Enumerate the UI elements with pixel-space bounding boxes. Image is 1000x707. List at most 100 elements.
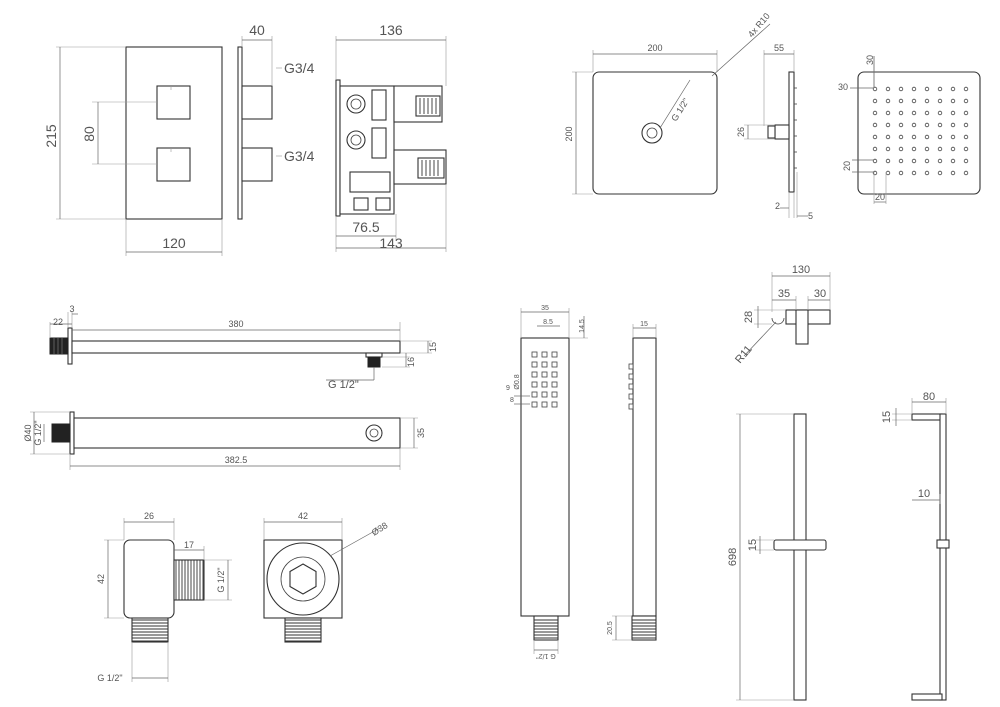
body-wall <box>335 79 341 217</box>
handset-holder-view: 130 35 30 28 R11 <box>733 264 831 366</box>
shower-head-side-view: 55 26 2 5 <box>736 43 813 221</box>
holder-clip <box>771 317 785 325</box>
rail-side-bar <box>939 413 947 701</box>
valve-front-view: 215 80 120 <box>43 46 223 256</box>
arm-head-thread <box>367 356 381 368</box>
nozzle-dot <box>963 122 969 128</box>
label-outlet-top: G3/4 <box>284 60 315 76</box>
handset-nozzle <box>531 371 538 378</box>
nozzle-dot <box>872 134 878 140</box>
nozzle-dot <box>911 110 917 116</box>
dim-holder-radius: R11 <box>733 343 755 366</box>
dim-arm-width: 35 <box>416 428 426 438</box>
holder-arm <box>795 309 809 345</box>
dim-arm-total: 382.5 <box>225 455 248 465</box>
valve-body-view: 136 76.5 143 <box>335 22 447 252</box>
nozzle-dot <box>898 170 904 176</box>
handset-nozzle <box>541 391 548 398</box>
nozzle-dot <box>911 170 917 176</box>
handset-nozzle <box>551 391 558 398</box>
dim-elbow-height: 42 <box>96 574 106 584</box>
body-port-bottom <box>346 130 366 150</box>
nozzle-dot <box>950 86 956 92</box>
nozzle-dot <box>911 158 917 164</box>
dim-handset-tail: 20.5 <box>607 621 614 635</box>
hand-shower-front-view: 35 8.5 14.5 9 Ø0.8 8 G 1/2" <box>506 305 588 659</box>
dim-valve-depth: 40 <box>249 22 265 38</box>
dim-head-connector: 26 <box>736 127 746 137</box>
nozzle-dot <box>924 98 930 104</box>
dim-nozzle-pitch-v: 20 <box>842 161 852 171</box>
nozzle-dot <box>950 110 956 116</box>
arm-top-thread <box>51 423 71 443</box>
dim-handset-inner: 8.5 <box>543 319 553 326</box>
dim-rail-bar: 10 <box>918 488 930 500</box>
nozzle-dot <box>885 158 891 164</box>
dim-holder-height: 28 <box>743 311 755 323</box>
elbow-hex-nut <box>289 563 317 595</box>
nozzle-dot <box>963 158 969 164</box>
valve-handle-top <box>156 85 191 120</box>
dim-valve-spacing: 80 <box>81 126 97 142</box>
dim-handset-width: 35 <box>541 305 549 312</box>
rail-bottom-bracket <box>911 693 943 701</box>
dim-rail-cap: 15 <box>881 411 893 423</box>
handset-side-nozzle <box>628 403 634 410</box>
valve-side-handle-top <box>241 85 273 120</box>
dim-head-width: 200 <box>647 43 662 53</box>
dim-holder-left: 35 <box>778 288 790 300</box>
dim-rail-depth: 80 <box>923 391 935 403</box>
nozzle-dot <box>911 134 917 140</box>
dim-arm-section: 15 <box>428 342 438 352</box>
shower-arm-top-view: Ø40 G 1/2" 35 382.5 <box>23 411 426 470</box>
dim-elbow-thread-len: 17 <box>184 540 194 550</box>
dim-head-radius: 4x R10 <box>746 11 772 39</box>
nozzle-dot <box>963 86 969 92</box>
rail-side-slider <box>936 539 950 549</box>
dim-elbow-depth: 26 <box>144 511 154 521</box>
nozzle-dot <box>950 98 956 104</box>
handset-nozzle <box>551 401 558 408</box>
elbow-body <box>123 539 175 619</box>
label-elbow-thread: G 1/2" <box>216 567 226 592</box>
handset-side-nozzle <box>628 363 634 370</box>
dim-handset-side: 15 <box>640 321 648 328</box>
head-side-connector <box>774 124 790 140</box>
nozzle-dot <box>885 86 891 92</box>
dim-handset-top: 14.5 <box>579 319 586 333</box>
nozzle-dot <box>963 98 969 104</box>
nozzle-dot <box>885 134 891 140</box>
shower-head-front-view: G 1/2" 200 200 4x R10 <box>564 11 772 195</box>
dim-head-height: 200 <box>564 126 574 141</box>
dim-arm-diameter: Ø40 <box>23 424 33 441</box>
arm-tube <box>71 340 401 354</box>
nozzle-dot <box>872 110 878 116</box>
nozzle-dot <box>885 110 891 116</box>
nozzle-dot <box>924 110 930 116</box>
nozzle-dot <box>872 158 878 164</box>
nozzle-dot <box>911 122 917 128</box>
dim-arm-base: 22 <box>53 317 63 327</box>
nozzle-dot <box>898 110 904 116</box>
body-port-top <box>346 94 366 114</box>
nozzle-dot <box>924 134 930 140</box>
nozzle-dot <box>872 146 878 152</box>
nozzle-dot <box>924 158 930 164</box>
handset-body <box>520 337 570 617</box>
valve-handle-bottom <box>156 147 191 182</box>
nozzle-dot <box>911 98 917 104</box>
elbow-outlet-thread <box>173 559 205 601</box>
nozzle-dot <box>937 98 943 104</box>
dim-head-offset: 5 <box>808 211 813 221</box>
dim-head-depth: 55 <box>774 43 784 53</box>
nozzle-dot <box>898 122 904 128</box>
nozzle-dot <box>937 86 943 92</box>
valve-faceplate <box>125 46 223 220</box>
shower-arm-side-view: 3 22 380 15 16 G 1/2" <box>49 304 438 391</box>
label-elbow-bottom-thread: G 1/2" <box>97 673 122 683</box>
valve-side-plate <box>237 46 243 220</box>
handset-nozzle <box>541 361 548 368</box>
wall-elbow-front-view: 42 Ø38 <box>263 511 389 643</box>
dim-rail-height: 698 <box>727 548 739 566</box>
